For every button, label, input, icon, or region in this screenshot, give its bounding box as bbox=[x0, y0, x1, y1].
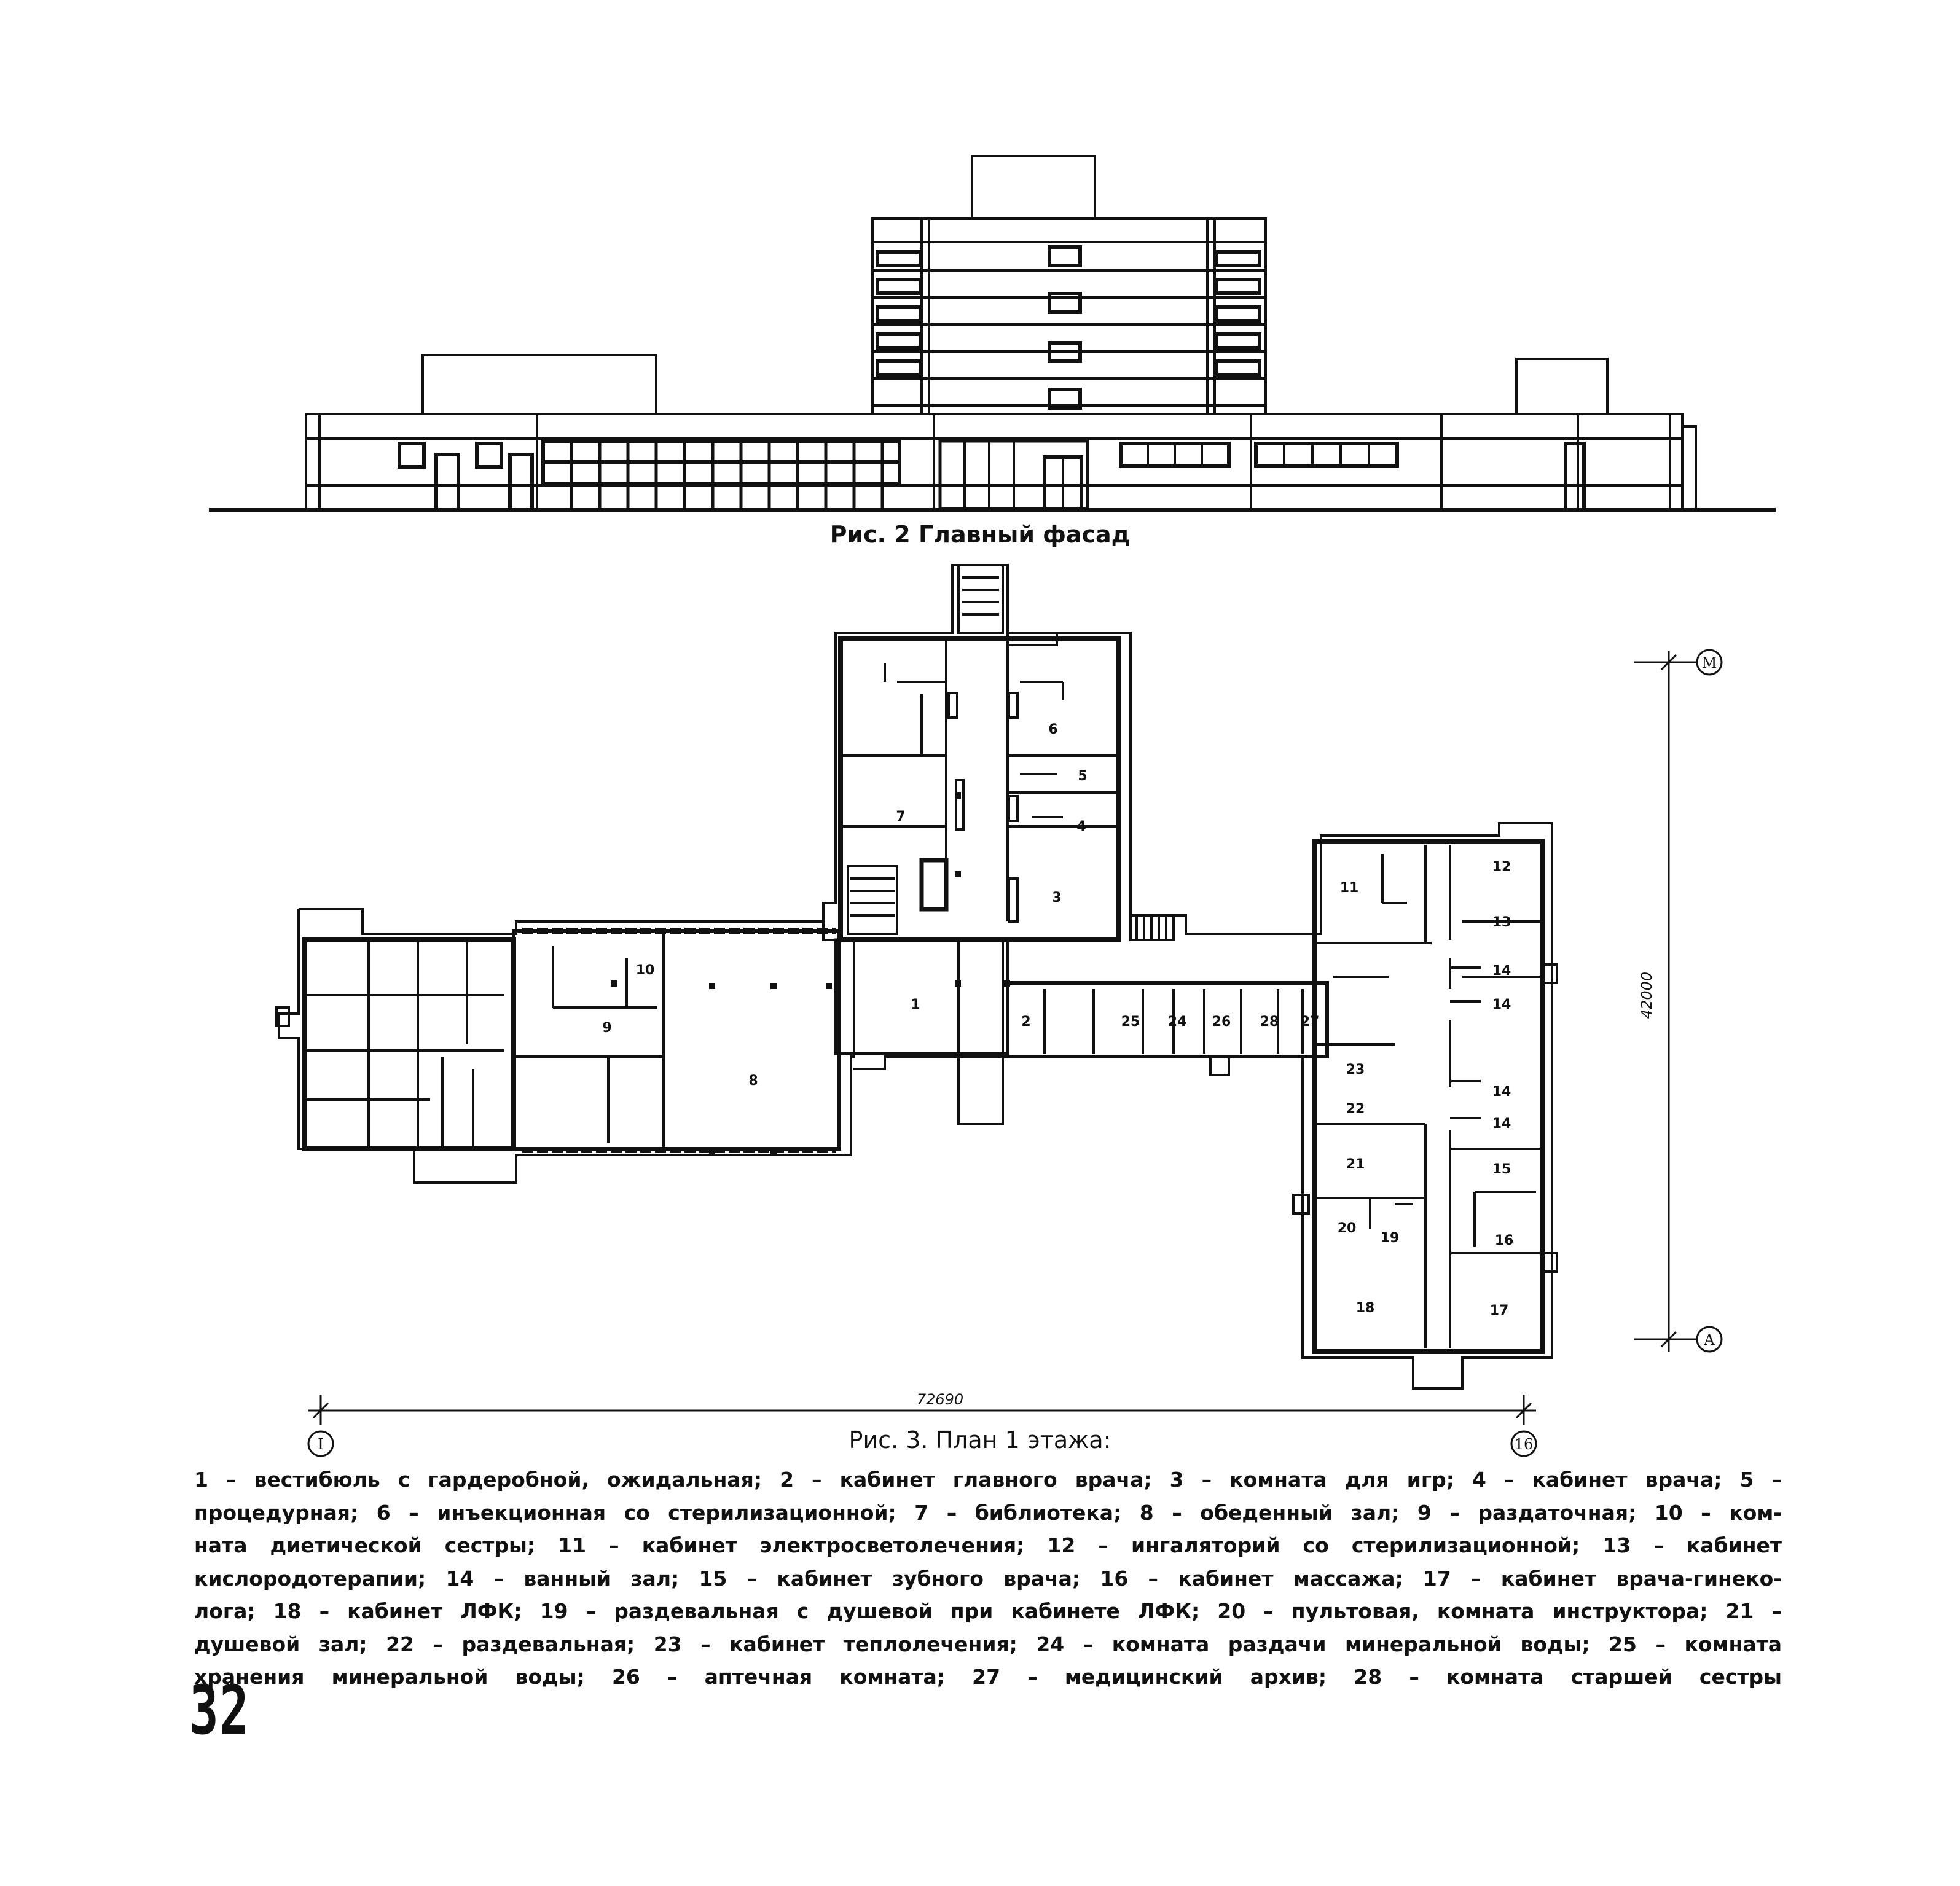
room-number: 25 bbox=[1121, 1014, 1140, 1030]
room-number: 28 bbox=[1260, 1014, 1279, 1030]
legend-line: кислородотерапии; 14 – ванный зал; 15 – … bbox=[194, 1566, 1782, 1591]
axis-label-bottom: А bbox=[1704, 1331, 1715, 1348]
room-number: 14 bbox=[1492, 963, 1511, 979]
room-number: 26 bbox=[1212, 1014, 1231, 1030]
room-number: 9 bbox=[602, 1020, 611, 1036]
axis-label-right: 16 bbox=[1515, 1436, 1534, 1453]
room-number: 16 bbox=[1495, 1233, 1514, 1248]
room-number: 20 bbox=[1338, 1221, 1357, 1236]
room-number: 21 bbox=[1346, 1157, 1365, 1172]
legend-line: ната диетической сестры; 11 – кабинет эл… bbox=[194, 1533, 1782, 1557]
axis-label-top: М bbox=[1702, 654, 1717, 671]
room-number: 4 bbox=[1076, 819, 1086, 834]
room-number: 1 bbox=[911, 997, 920, 1012]
room-number: 5 bbox=[1078, 769, 1087, 784]
room-number: 2 bbox=[1021, 1014, 1030, 1030]
dimension-width: 72690 bbox=[917, 1391, 963, 1408]
legend-line: процедурная; 6 – инъекционная со стерили… bbox=[194, 1500, 1782, 1525]
room-number: 14 bbox=[1492, 1084, 1511, 1100]
page-number: 32 bbox=[189, 1671, 250, 1750]
room-number: 15 bbox=[1492, 1162, 1511, 1177]
plan-caption: Рис. 3. План 1 этажа: bbox=[849, 1426, 1111, 1454]
legend-line: лога; 18 – кабинет ЛФК; 19 – раздевальна… bbox=[194, 1599, 1782, 1623]
legend-line: душевой зал; 22 – раздевальная; 23 – каб… bbox=[194, 1632, 1782, 1656]
room-number: 3 bbox=[1052, 890, 1061, 906]
room-number: 7 bbox=[896, 809, 905, 824]
room-number: 14 bbox=[1492, 1116, 1511, 1132]
room-number: 19 bbox=[1381, 1231, 1400, 1246]
room-number: 13 bbox=[1492, 915, 1511, 930]
room-number: 27 bbox=[1301, 1014, 1320, 1030]
facade-caption: Рис. 2 Главный фасад bbox=[829, 521, 1131, 548]
room-number: 11 bbox=[1340, 880, 1359, 896]
room-number: 6 bbox=[1048, 722, 1057, 737]
room-number: 12 bbox=[1492, 859, 1511, 875]
legend-line: хранения минеральной воды; 26 – аптечная… bbox=[194, 1665, 1782, 1689]
room-number: 14 bbox=[1492, 997, 1511, 1012]
dimension-height: 42000 bbox=[1638, 972, 1655, 1019]
room-number: 10 bbox=[636, 963, 655, 978]
room-number: 24 bbox=[1168, 1014, 1187, 1030]
room-number: 22 bbox=[1346, 1101, 1365, 1117]
room-number: 8 bbox=[748, 1073, 758, 1089]
legend-line: 1 – вестибюль с гардеробной, ожидальная;… bbox=[194, 1468, 1782, 1492]
room-number: 23 bbox=[1346, 1062, 1365, 1078]
axis-label-left: I bbox=[318, 1436, 323, 1453]
room-number: 17 bbox=[1490, 1303, 1509, 1318]
room-number: 18 bbox=[1356, 1301, 1375, 1316]
plan-legend: 1 – вестибюль с гардеробной, ожидальная;… bbox=[194, 1463, 1782, 1694]
